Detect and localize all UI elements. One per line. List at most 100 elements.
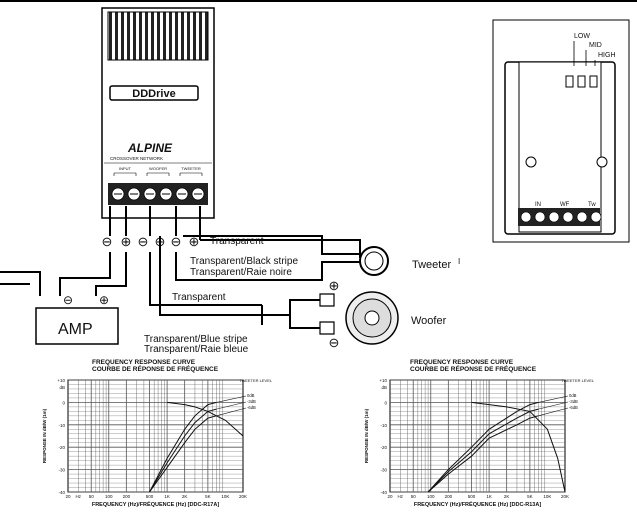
x-tick-label: 1K (164, 494, 170, 499)
x-tick-label: 500 (468, 494, 476, 499)
brand-logo: DDDrive (132, 88, 175, 100)
series-line-tweeter-minus3dB (427, 408, 539, 493)
series-line-tweeter-minus6dB (427, 415, 539, 493)
terminal-group-input: INPUT (119, 166, 132, 171)
woofer-speaker (319, 291, 399, 345)
amp-box: AMP ⊖ ⊕ (35, 293, 119, 345)
x-tick-label: 20 (387, 494, 393, 499)
legend-leader-line (216, 401, 247, 410)
series-line-tweeter-minus3dB (149, 408, 217, 493)
x-tick-label: 20 (65, 494, 71, 499)
y-tick-label: -30 (58, 468, 65, 473)
chart-title: FREQUENCY RESPONSE CURVE (92, 359, 196, 366)
woofer-label: Woofer (411, 315, 447, 327)
y-tick-label: -20 (58, 445, 65, 450)
legend-title: TWEETER LEVEL (561, 378, 595, 383)
x-tick-label: 200 (445, 494, 453, 499)
x-tick-label: Hz (398, 494, 404, 499)
polarity-minus-tweeter: ⊖ (171, 234, 182, 249)
y-tick-label: 0 (62, 400, 65, 405)
legend-entry: 0dB (247, 393, 255, 398)
y-tick-label: -40 (58, 490, 65, 495)
legend-entry: -3dB (247, 399, 256, 404)
legend-entry: -6dB (247, 405, 256, 410)
legend-entry: -6dB (569, 405, 578, 410)
wire-label-woofer-neg-2: Transparent/Raie bleue (144, 344, 249, 355)
legend-leader-line (538, 395, 569, 403)
x-tick-label: 5K (205, 494, 211, 499)
series-line-tweeter-0dB (427, 401, 539, 493)
x-tick-label: 2K (182, 494, 188, 499)
woofer-minus: ⊖ (329, 335, 340, 350)
y-tick-label: -40 (380, 490, 387, 495)
polarity-plus-input: ⊕ (121, 234, 132, 249)
polarity-minus-woofer: ⊖ (138, 234, 149, 249)
amp-plus: ⊕ (99, 293, 109, 307)
legend-leader-line (538, 401, 569, 410)
y-tick-label: +10 (379, 378, 387, 383)
chart-subtitle: COURBE DE RÉPONSE DE FRÉQUENCE (92, 364, 219, 373)
cursor-mark: I (458, 257, 460, 266)
switch-label-high: HIGH (598, 52, 616, 59)
x-axis-label: FREQUENCY (Hz)/FRÉQUENCE (Hz) [DDC-R13A] (414, 500, 541, 508)
x-axis-label: FREQUENCY (Hz)/FRÉQUENCE (Hz) [DDC-R17A] (92, 500, 219, 508)
x-tick-label: 100 (427, 494, 435, 499)
series-line-tweeter-0dB (149, 401, 217, 493)
woofer-plus: ⊕ (329, 278, 340, 293)
x-tick-label: Hz (76, 494, 82, 499)
legend-leader-line (216, 407, 247, 417)
tweeter-label: Tweeter (412, 259, 451, 271)
plot-area (67, 379, 244, 493)
legend-title: TWEETER LEVEL (239, 378, 273, 383)
chart-title: FREQUENCY RESPONSE CURVE (410, 359, 514, 366)
series-line-tweeter-minus6dB (149, 415, 217, 493)
x-tick-label: 20K (239, 494, 247, 499)
legend-leader-line (538, 407, 569, 417)
switch-label-mid: MID (589, 42, 602, 49)
y-tick-label: 0 (384, 400, 387, 405)
amp-label: AMP (58, 321, 93, 338)
y-unit: dB (381, 385, 387, 390)
wire-label-woofer: Transparent (172, 292, 226, 303)
x-tick-label: 200 (123, 494, 131, 499)
y-unit: dB (59, 385, 65, 390)
y-tick-label: -20 (380, 445, 387, 450)
y-axis-label: RESPONSE IN dB/W (1m) (42, 408, 47, 463)
y-tick-label: -10 (58, 423, 65, 428)
x-tick-label: 10K (543, 494, 551, 499)
crossover-side-panel: LOW MID HIGH IN WF Tw (492, 19, 630, 243)
legend-leader-line (216, 395, 247, 403)
wire-label-woofer-neg-1: Transparent/Blue stripe (144, 334, 248, 345)
x-tick-label: 10K (221, 494, 229, 499)
wires (0, 206, 361, 329)
y-tick-label: +10 (57, 378, 65, 383)
tweeter-speaker (359, 246, 389, 276)
switch-label-low: LOW (574, 33, 590, 40)
x-tick-label: 2K (504, 494, 510, 499)
crossover-unit: DDDrive ALPINE CROSSOVER NETWORK INPUT W… (101, 7, 215, 219)
x-tick-label: 20K (561, 494, 569, 499)
wire-label-top: Transparent (210, 236, 264, 247)
y-tick-label: -30 (380, 468, 387, 473)
wire-label-tweeter-1: Transparent/Black stripe (190, 256, 298, 267)
x-tick-label: 500 (146, 494, 154, 499)
terminal-group-tweeter: TWEETER (181, 166, 201, 171)
x-tick-label: 1K (486, 494, 492, 499)
maker-logo: ALPINE (127, 141, 173, 155)
polarity-plus-tweeter: ⊕ (189, 234, 200, 249)
plot-area (389, 379, 566, 493)
panel-terminal-wf: WF (560, 202, 570, 208)
panel-terminal-tw: Tw (588, 202, 596, 208)
x-tick-label: 5K (527, 494, 533, 499)
x-tick-label: 50 (411, 494, 417, 499)
y-tick-label: -10 (380, 423, 387, 428)
unit-label: CROSSOVER NETWORK (110, 156, 163, 161)
x-tick-label: 50 (89, 494, 95, 499)
chart-subtitle: COURBE DE RÉPONSE DE FRÉQUENCE (410, 364, 537, 373)
legend-entry: -3dB (569, 399, 578, 404)
x-tick-label: 100 (105, 494, 113, 499)
panel-terminal-in: IN (535, 202, 541, 208)
